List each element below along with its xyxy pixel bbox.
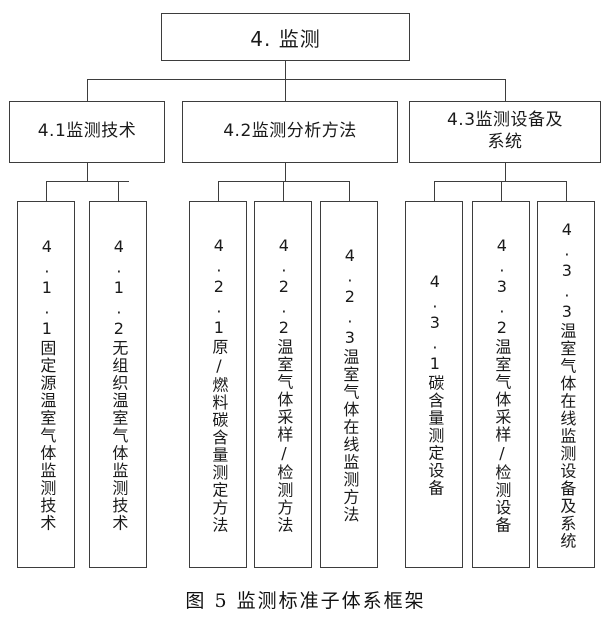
connector-43-stem [505,163,507,182]
node-leaf-433: 4.3.3温室气体在线监测设备及系统 [537,201,595,568]
connector-drop-433 [566,181,568,201]
node-branch-42: 4.2监测分析方法 [182,101,398,163]
node-leaf-422-label: 4.2.2温室气体采样/检测方法 [274,235,294,534]
connector-41-stem [87,163,89,182]
connector-42-stem [285,163,287,182]
node-leaf-411: 4.1.1固定源温室气体监测技术 [17,201,75,568]
node-leaf-431-label: 4.3.1碳含量测定设备 [425,272,445,497]
node-branch-41-label: 4.1监测技术 [37,121,137,142]
node-root-label: 4. 监测 [250,26,321,51]
connector-41-bus [46,181,129,183]
connector-level2-bus [87,79,506,81]
node-leaf-423-label: 4.2.3温室气体在线监测方法 [340,245,360,524]
node-leaf-422: 4.2.2温室气体采样/检测方法 [254,201,312,568]
node-branch-43-label: 4.3监测设备及 系统 [447,110,563,154]
node-leaf-432-label: 4.3.2温室气体采样/检测设备 [492,235,512,534]
node-branch-42-label: 4.2监测分析方法 [223,121,357,142]
connector-drop-422 [283,181,285,201]
connector-43-bus [434,181,566,183]
node-leaf-431: 4.3.1碳含量测定设备 [405,201,463,568]
node-leaf-423: 4.2.3温室气体在线监测方法 [320,201,378,568]
connector-drop-421 [218,181,220,201]
node-leaf-433-label: 4.3.3温室气体在线监测设备及系统 [557,219,577,550]
node-leaf-432: 4.3.2温室气体采样/检测设备 [472,201,530,568]
node-leaf-412-label: 4.1.2无组织温室气体监测技术 [109,237,129,532]
connector-drop-412 [118,181,120,201]
figure-caption: 图 5 监测标准子体系框架 [185,590,426,612]
connector-drop-branch-43 [505,79,507,101]
node-branch-41: 4.1监测技术 [9,101,165,163]
node-leaf-412: 4.1.2无组织温室气体监测技术 [89,201,147,568]
connector-drop-432 [501,181,503,201]
node-branch-43-label-line1: 4.3监测设备及 [446,110,564,131]
connector-drop-branch-41 [87,79,89,101]
connector-drop-431 [434,181,436,201]
connector-drop-423 [349,181,351,201]
node-root-monitoring: 4. 监测 [161,13,410,61]
connector-root-stem [285,61,287,80]
connector-drop-branch-42 [285,79,287,101]
connector-drop-411 [46,181,48,201]
node-branch-43: 4.3监测设备及 系统 [409,101,601,163]
node-branch-43-label-line2: 系统 [487,132,523,152]
node-leaf-421-label: 4.2.1原/燃料碳含量测定方法 [209,235,229,534]
node-leaf-411-label: 4.1.1固定源温室气体监测技术 [37,237,57,532]
node-leaf-421: 4.2.1原/燃料碳含量测定方法 [189,201,247,568]
